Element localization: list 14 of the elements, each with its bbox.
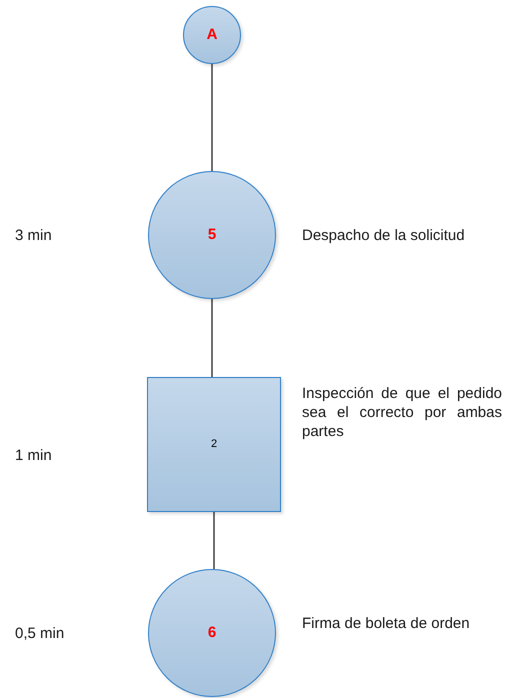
square-node — [147, 377, 281, 512]
connector-line — [211, 64, 213, 171]
duration-label: 0,5 min — [15, 624, 64, 643]
node-label: 2 — [210, 437, 218, 452]
connector-line — [213, 512, 215, 569]
step-description: Firma de boleta de orden — [302, 614, 471, 633]
step-description: Inspección de que el pedido sea el correcto por ambas partes — [302, 384, 502, 441]
node-label: A — [206, 24, 218, 45]
duration-label: 1 min — [15, 446, 52, 465]
node-label: 5 — [208, 224, 216, 245]
connector-line — [211, 299, 213, 377]
duration-label: 3 min — [15, 226, 52, 245]
step-description: Despacho de la solicitud — [302, 226, 466, 245]
node-label: 6 — [208, 622, 216, 643]
